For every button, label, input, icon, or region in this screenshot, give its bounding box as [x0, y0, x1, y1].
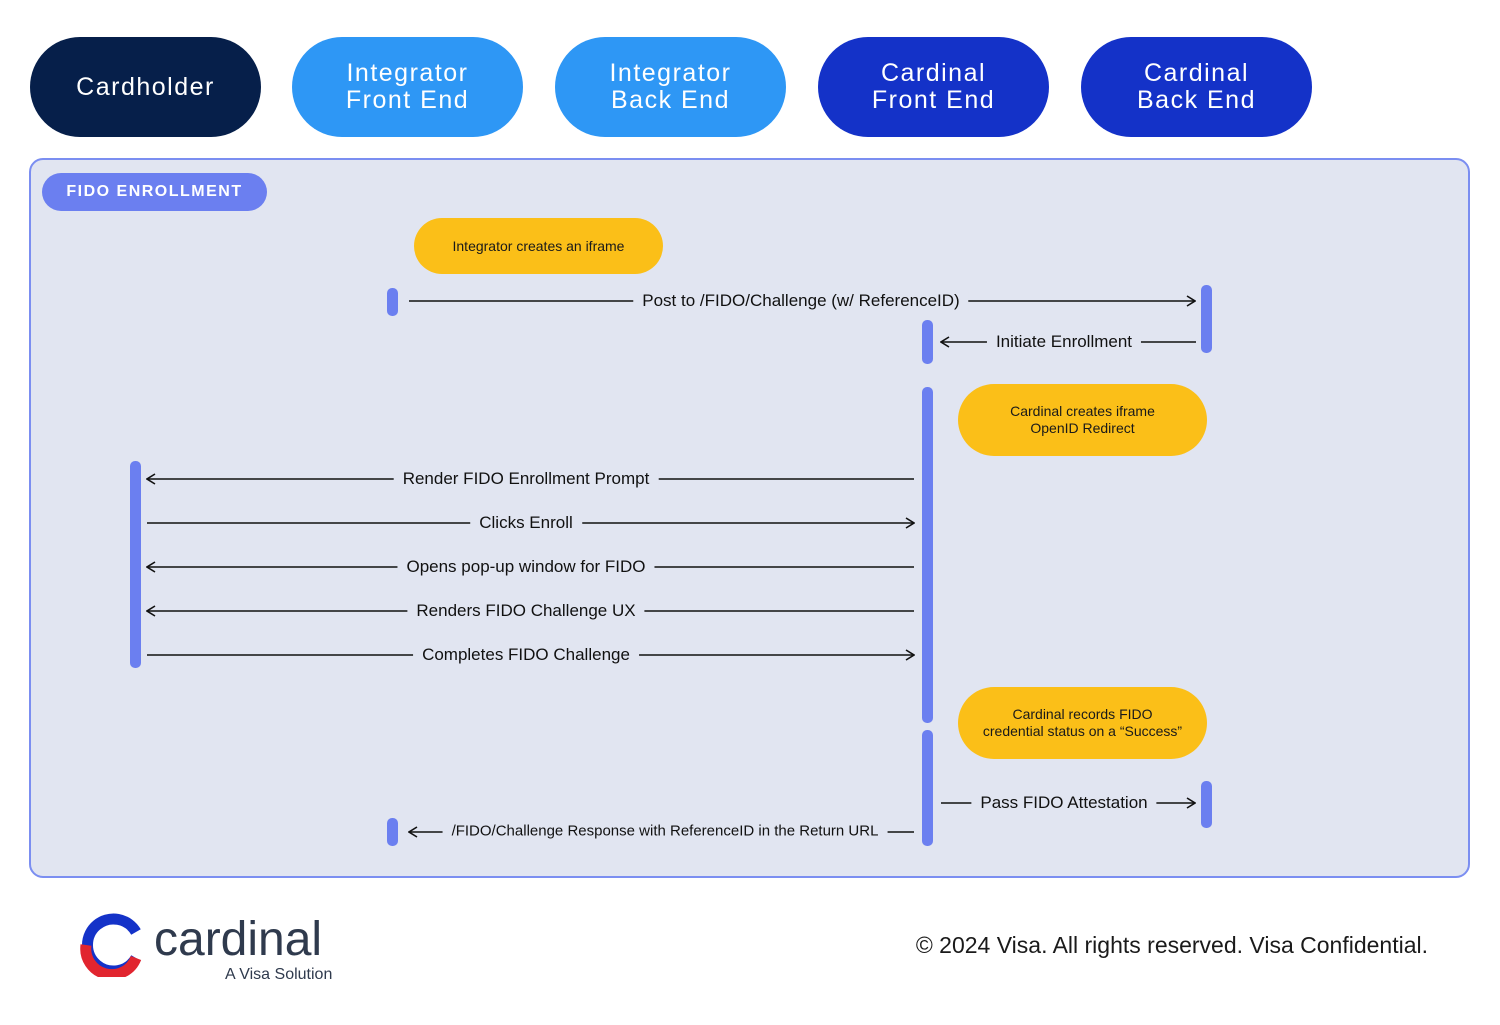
activation-bar-integrator-front-end [387, 288, 398, 316]
message-label: Completes FIDO Challenge [413, 645, 639, 665]
actor-cardinal-back-end: Cardinal Back End [1081, 37, 1312, 137]
actor-label-line2: Front End [871, 86, 996, 114]
brand-tagline: A Visa Solution [225, 966, 333, 983]
actor-label-line2: Back End [1136, 86, 1256, 114]
actor-label-line2: Back End [610, 86, 730, 114]
note-line2: OpenID Redirect [1030, 420, 1135, 436]
note-line1: Cardinal creates iframe [1010, 403, 1155, 419]
note-integrator-creates-iframe: Integrator creates an iframe [414, 218, 663, 274]
actor-integrator-front-end: Integrator Front End [292, 37, 523, 137]
actor-label-line1: Cardinal [1143, 59, 1250, 87]
actor-label: Cardholder [76, 72, 215, 101]
actor-cardholder: Cardholder [30, 37, 261, 137]
note-cardinal-records-fido: Cardinal records FIDO credential status … [958, 687, 1207, 759]
note-line1: Cardinal records FIDO [1012, 706, 1153, 722]
activation-bar-integrator-front-end [387, 818, 398, 846]
note-line2: credential status on a “Success” [982, 723, 1183, 739]
message-label: Renders FIDO Challenge UX [407, 601, 645, 621]
message-label: Initiate Enrollment [986, 332, 1142, 352]
actor-label-line1: Integrator [609, 59, 732, 87]
message-label: Opens pop-up window for FIDO [397, 557, 655, 577]
activation-bar-cardinal-front-end [922, 387, 933, 723]
note-cardinal-creates-iframe: Cardinal creates iframe OpenID Redirect [958, 384, 1207, 456]
message-label: Post to /FIDO/Challenge (w/ ReferenceID) [633, 291, 969, 311]
brand-wordmark: cardinal [154, 913, 323, 966]
actor-label-line1: Integrator [346, 59, 469, 87]
actor-cardinal-front-end: Cardinal Front End [818, 37, 1049, 137]
message-label: Pass FIDO Attestation [971, 793, 1157, 813]
message-label: Clicks Enroll [470, 513, 582, 533]
actor-integrator-back-end: Integrator Back End [555, 37, 786, 137]
note-line1: Integrator creates an iframe [452, 237, 625, 254]
activation-bar-cardinal-front-end [922, 730, 933, 846]
activation-bar-cardinal-back-end [1201, 285, 1212, 353]
actor-label-line1: Cardinal [880, 59, 987, 87]
activation-bar-cardinal-front-end [922, 320, 933, 364]
section-tag: FIDO ENROLLMENT [42, 173, 267, 211]
fido-enrollment-panel [29, 158, 1470, 878]
copyright-text: © 2024 Visa. All rights reserved. Visa C… [915, 932, 1428, 958]
message-label: /FIDO/Challenge Response with ReferenceI… [442, 822, 888, 840]
cardinal-logo-icon [80, 913, 142, 977]
activation-bar-cardinal-back-end [1201, 781, 1212, 828]
activation-bar-cardholder [130, 461, 141, 668]
actor-label-line2: Front End [345, 86, 470, 114]
message-label: Render FIDO Enrollment Prompt [393, 469, 659, 489]
